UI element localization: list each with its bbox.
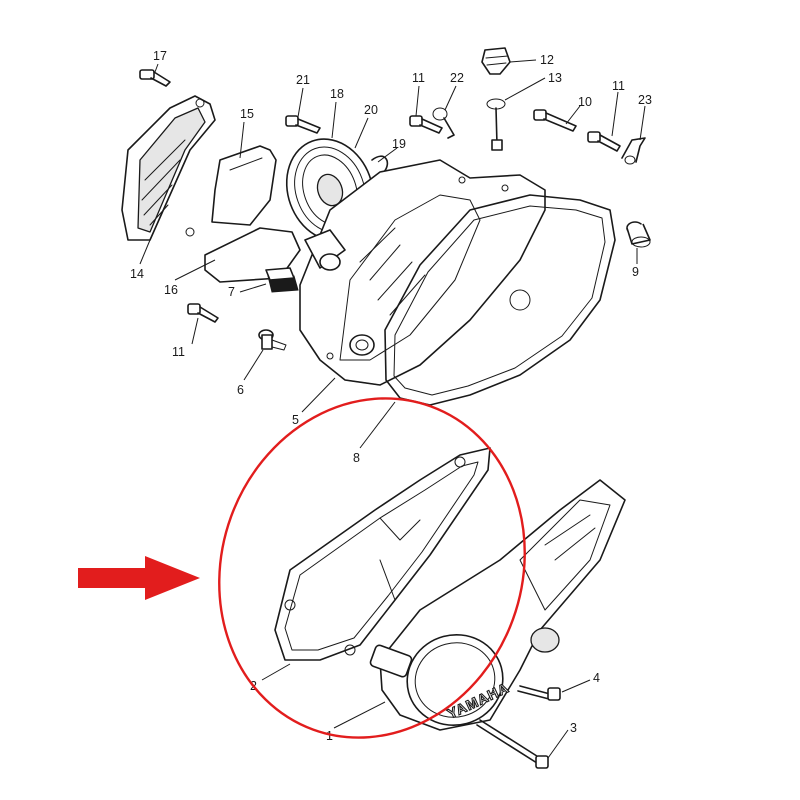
part-clip-22	[432, 107, 455, 139]
part-gasket-2	[274, 447, 491, 661]
part-gasket-15	[211, 145, 277, 226]
highlight-arrow-icon	[78, 556, 200, 600]
part-bolt-11-top	[409, 115, 443, 134]
callout-8: 8	[353, 451, 360, 465]
part-bolt-10	[533, 109, 577, 132]
callout-21: 21	[296, 73, 310, 87]
part-block-7	[265, 267, 299, 293]
callout-11-right: 11	[612, 79, 625, 93]
part-side-cover	[121, 95, 216, 241]
callout-3: 3	[570, 721, 577, 735]
highlight-ellipse	[218, 397, 526, 739]
part-filler-cap-12	[481, 47, 511, 75]
callout-12: 12	[540, 53, 554, 67]
part-dipstick-13	[486, 98, 506, 151]
part-clip-19	[371, 155, 389, 173]
callout-15: 15	[240, 107, 254, 121]
callout-17: 17	[153, 49, 167, 63]
callout-16: 16	[164, 283, 178, 297]
part-bolt-17	[139, 69, 171, 87]
part-crankcase-cover	[299, 159, 546, 386]
part-bolt-11-left	[187, 303, 219, 323]
part-collar-9	[626, 221, 651, 248]
callout-1: 1	[326, 729, 333, 743]
leader-lines	[139, 59, 646, 759]
callout-11-top: 11	[412, 71, 425, 85]
callout-6: 6	[237, 383, 244, 397]
callout-23: 23	[638, 93, 652, 107]
callout-5: 5	[292, 413, 299, 427]
callout-22: 22	[450, 71, 464, 85]
callout-13: 13	[548, 71, 562, 85]
callout-18: 18	[330, 87, 344, 101]
part-bolt-4	[517, 685, 561, 701]
callout-numbers: 17 15 21 18 20 19 11 22 12 13 10 11 23 9…	[130, 49, 652, 743]
callout-10: 10	[578, 95, 592, 109]
callout-20: 20	[364, 103, 378, 117]
callout-11-left: 11	[172, 345, 185, 359]
part-drain-plug-6	[258, 329, 287, 351]
callout-9: 9	[632, 265, 639, 279]
part-bolt-11-right	[587, 131, 621, 152]
part-bracket-23	[621, 137, 646, 165]
part-bolt-21	[285, 115, 321, 134]
callout-19: 19	[392, 137, 406, 151]
part-bolt-3	[476, 719, 549, 769]
callout-14: 14	[130, 267, 144, 281]
callout-7: 7	[228, 285, 235, 299]
callout-4: 4	[593, 671, 600, 685]
part-crankcase-cover-1: YAMAHA	[369, 479, 626, 731]
